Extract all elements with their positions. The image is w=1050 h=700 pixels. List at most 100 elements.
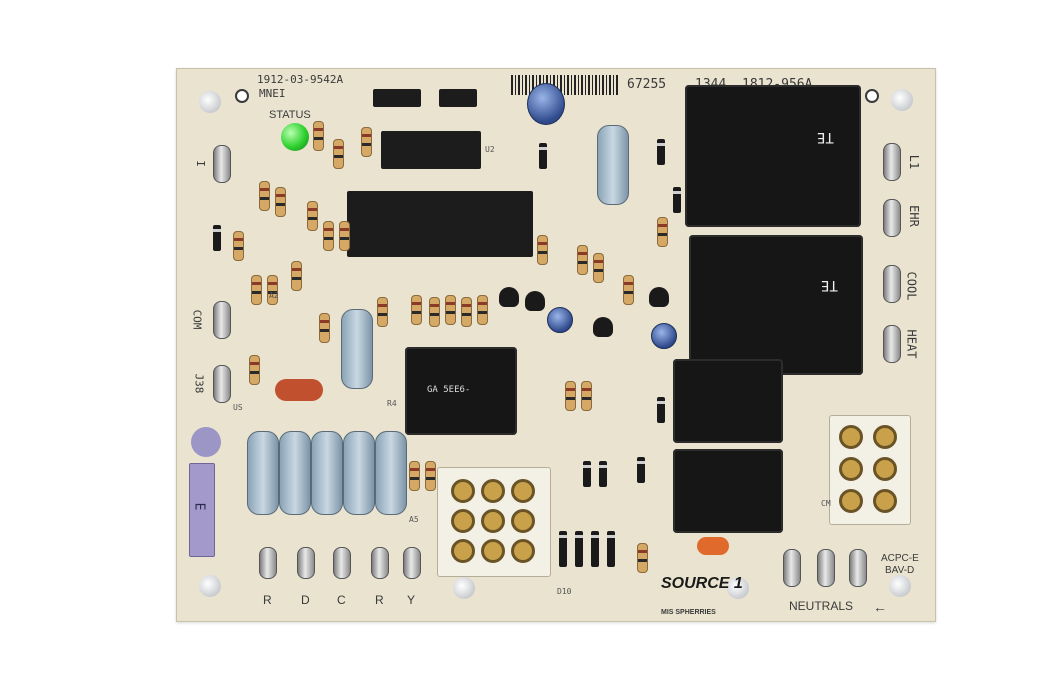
resistor bbox=[323, 221, 334, 251]
ref-label: D10 bbox=[557, 587, 572, 596]
resistor bbox=[581, 381, 592, 411]
connector-pin bbox=[839, 489, 863, 513]
ic-ref-label: U2 bbox=[485, 145, 495, 154]
connector-pin bbox=[839, 425, 863, 449]
power-relay bbox=[685, 85, 861, 227]
diode bbox=[599, 461, 607, 487]
part-number-left: 1912-03-9542A bbox=[257, 73, 344, 86]
connector-pin bbox=[481, 509, 505, 533]
connector-pin bbox=[873, 425, 897, 449]
resistor bbox=[411, 295, 422, 325]
resistor bbox=[259, 181, 270, 211]
terminal-label-ehr: EHR bbox=[906, 205, 921, 227]
transistor bbox=[525, 291, 545, 311]
status-led bbox=[281, 123, 309, 151]
resistor bbox=[637, 543, 648, 573]
fuse[interactable] bbox=[189, 463, 215, 557]
terminal-bottom[interactable] bbox=[371, 547, 389, 579]
resistor bbox=[425, 461, 436, 491]
terminal-label-r2: R bbox=[375, 593, 384, 607]
diode bbox=[657, 139, 665, 165]
connector-pin bbox=[451, 509, 475, 533]
resistor bbox=[377, 297, 388, 327]
resistor bbox=[537, 235, 548, 265]
neutral-terminal[interactable] bbox=[849, 549, 867, 587]
terminal-bottom[interactable] bbox=[297, 547, 315, 579]
ref-label: A5 bbox=[409, 515, 419, 524]
terminal-bottom[interactable] bbox=[403, 547, 421, 579]
jumper-header bbox=[439, 89, 477, 107]
resistor bbox=[267, 275, 278, 305]
mounting-hole bbox=[891, 89, 913, 111]
power-resistor bbox=[375, 431, 407, 515]
terminal-right[interactable] bbox=[883, 143, 901, 181]
diode bbox=[591, 531, 599, 567]
resistor bbox=[477, 295, 488, 325]
terminal-right[interactable] bbox=[883, 325, 901, 363]
maker-code: MNEI bbox=[259, 87, 286, 100]
connector-pin bbox=[511, 479, 535, 503]
terminal-label-l1: L1 bbox=[907, 154, 922, 170]
power-resistor bbox=[311, 431, 343, 515]
resistor bbox=[565, 381, 576, 411]
terminal-right[interactable] bbox=[883, 199, 901, 237]
power-resistor bbox=[597, 125, 629, 205]
neutrals-label: NEUTRALS bbox=[789, 599, 854, 613]
ic-microcontroller bbox=[347, 191, 533, 257]
ref-label: US bbox=[233, 403, 243, 412]
diode bbox=[637, 457, 645, 483]
connector-pin bbox=[873, 457, 897, 481]
resistor bbox=[445, 295, 456, 325]
resistor bbox=[361, 127, 372, 157]
terminal-label-c: C bbox=[337, 593, 346, 607]
diode bbox=[559, 531, 567, 567]
transistor bbox=[499, 287, 519, 307]
connector-pin bbox=[873, 489, 897, 513]
transistor bbox=[649, 287, 669, 307]
ic-chip-small bbox=[381, 131, 481, 169]
fuse-label: E bbox=[191, 502, 207, 511]
resistor bbox=[275, 187, 286, 217]
resistor bbox=[307, 201, 318, 231]
brand-logo: SOURCE 1 bbox=[661, 575, 743, 592]
resistor bbox=[291, 261, 302, 291]
terminal-bottom[interactable] bbox=[333, 547, 351, 579]
model-code-line2: BAV-D bbox=[885, 565, 915, 576]
terminal-label-d: D bbox=[301, 593, 310, 607]
connector-pin bbox=[481, 479, 505, 503]
resistor bbox=[623, 275, 634, 305]
resistor bbox=[461, 297, 472, 327]
terminal-left[interactable] bbox=[213, 145, 231, 183]
diode bbox=[575, 531, 583, 567]
power-resistor bbox=[279, 431, 311, 515]
resistor bbox=[233, 231, 244, 261]
relay-brand: TE bbox=[821, 277, 838, 293]
resistor bbox=[333, 139, 344, 169]
terminal-left[interactable] bbox=[213, 365, 231, 403]
mounting-hole bbox=[199, 575, 221, 597]
brand-subtitle: MIS SPHERRIES bbox=[661, 609, 716, 616]
connector-pin bbox=[839, 457, 863, 481]
mounting-hole bbox=[453, 577, 475, 599]
small-relay-code: GA 5EE6- bbox=[427, 385, 471, 395]
terminal-left[interactable] bbox=[213, 301, 231, 339]
neutral-terminal[interactable] bbox=[783, 549, 801, 587]
diode bbox=[673, 187, 681, 213]
terminal-label-cool: COOL bbox=[904, 271, 919, 301]
power-resistor bbox=[341, 309, 373, 389]
terminal-right[interactable] bbox=[883, 265, 901, 303]
mounting-hole bbox=[727, 577, 749, 599]
terminal-label-heat: HEAT bbox=[904, 329, 919, 359]
diode bbox=[583, 461, 591, 487]
neutral-terminal[interactable] bbox=[817, 549, 835, 587]
terminal-label: J38 bbox=[192, 373, 206, 394]
resistor bbox=[249, 355, 260, 385]
circuit-board: 1912-03-9542A MNEI 67255 1344 1812-956A … bbox=[176, 68, 936, 622]
connector-pin bbox=[511, 539, 535, 563]
terminal-bottom[interactable] bbox=[259, 547, 277, 579]
electrolytic-capacitor bbox=[527, 83, 565, 125]
terminal-label: COM bbox=[190, 309, 204, 330]
via-ring bbox=[865, 89, 879, 103]
model-code-line1: ACPC-E bbox=[881, 553, 919, 564]
part-number-mid: 67255 bbox=[627, 77, 667, 92]
